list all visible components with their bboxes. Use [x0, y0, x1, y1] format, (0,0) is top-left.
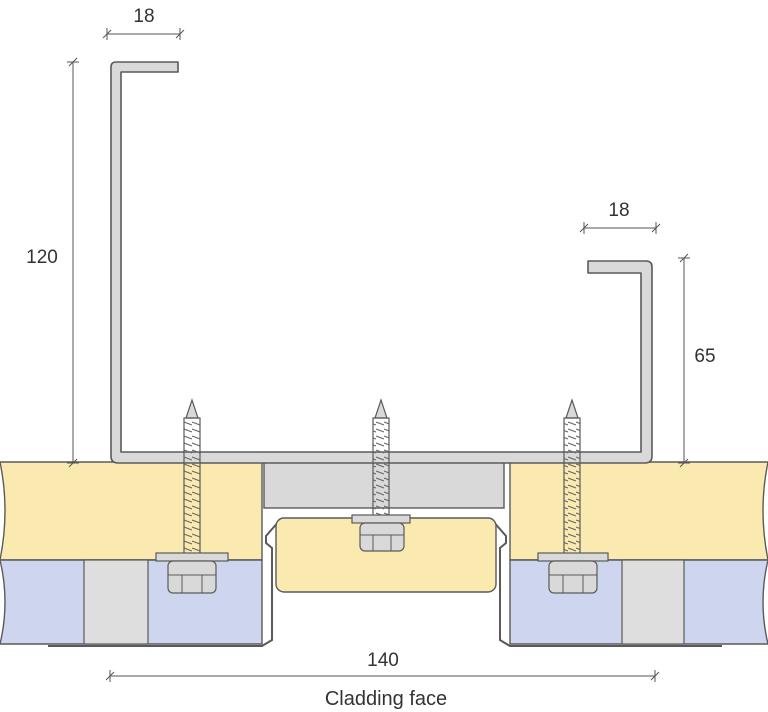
screw-center [351, 398, 411, 552]
dim-overall-width-label: 140 [367, 650, 399, 671]
washer [537, 552, 609, 562]
board-left-spacer [83, 559, 149, 645]
screw-left [155, 398, 229, 594]
dim-right-leg-height-label: 65 [694, 346, 715, 367]
hex-nut [548, 560, 598, 594]
insulation-right [509, 461, 768, 561]
dim-right-flange [579, 222, 661, 234]
washer [155, 552, 229, 562]
dim-overall-width [105, 670, 660, 682]
washer [351, 514, 411, 524]
dim-right-leg-height [678, 253, 690, 468]
hex-nut [167, 560, 217, 594]
hex-nut [359, 522, 405, 552]
screw-right [537, 398, 609, 594]
cladding-face-caption: Cladding face [325, 688, 447, 710]
dim-right-flange-label: 18 [608, 200, 629, 221]
dim-profile-height-label: 120 [26, 247, 58, 268]
z-profile [110, 61, 653, 464]
dim-top-flange-label: 18 [133, 6, 154, 27]
insulation-left [0, 461, 263, 561]
dim-profile-height [67, 57, 79, 468]
board-right-spacer [621, 559, 685, 645]
dim-top-flange [102, 28, 185, 40]
